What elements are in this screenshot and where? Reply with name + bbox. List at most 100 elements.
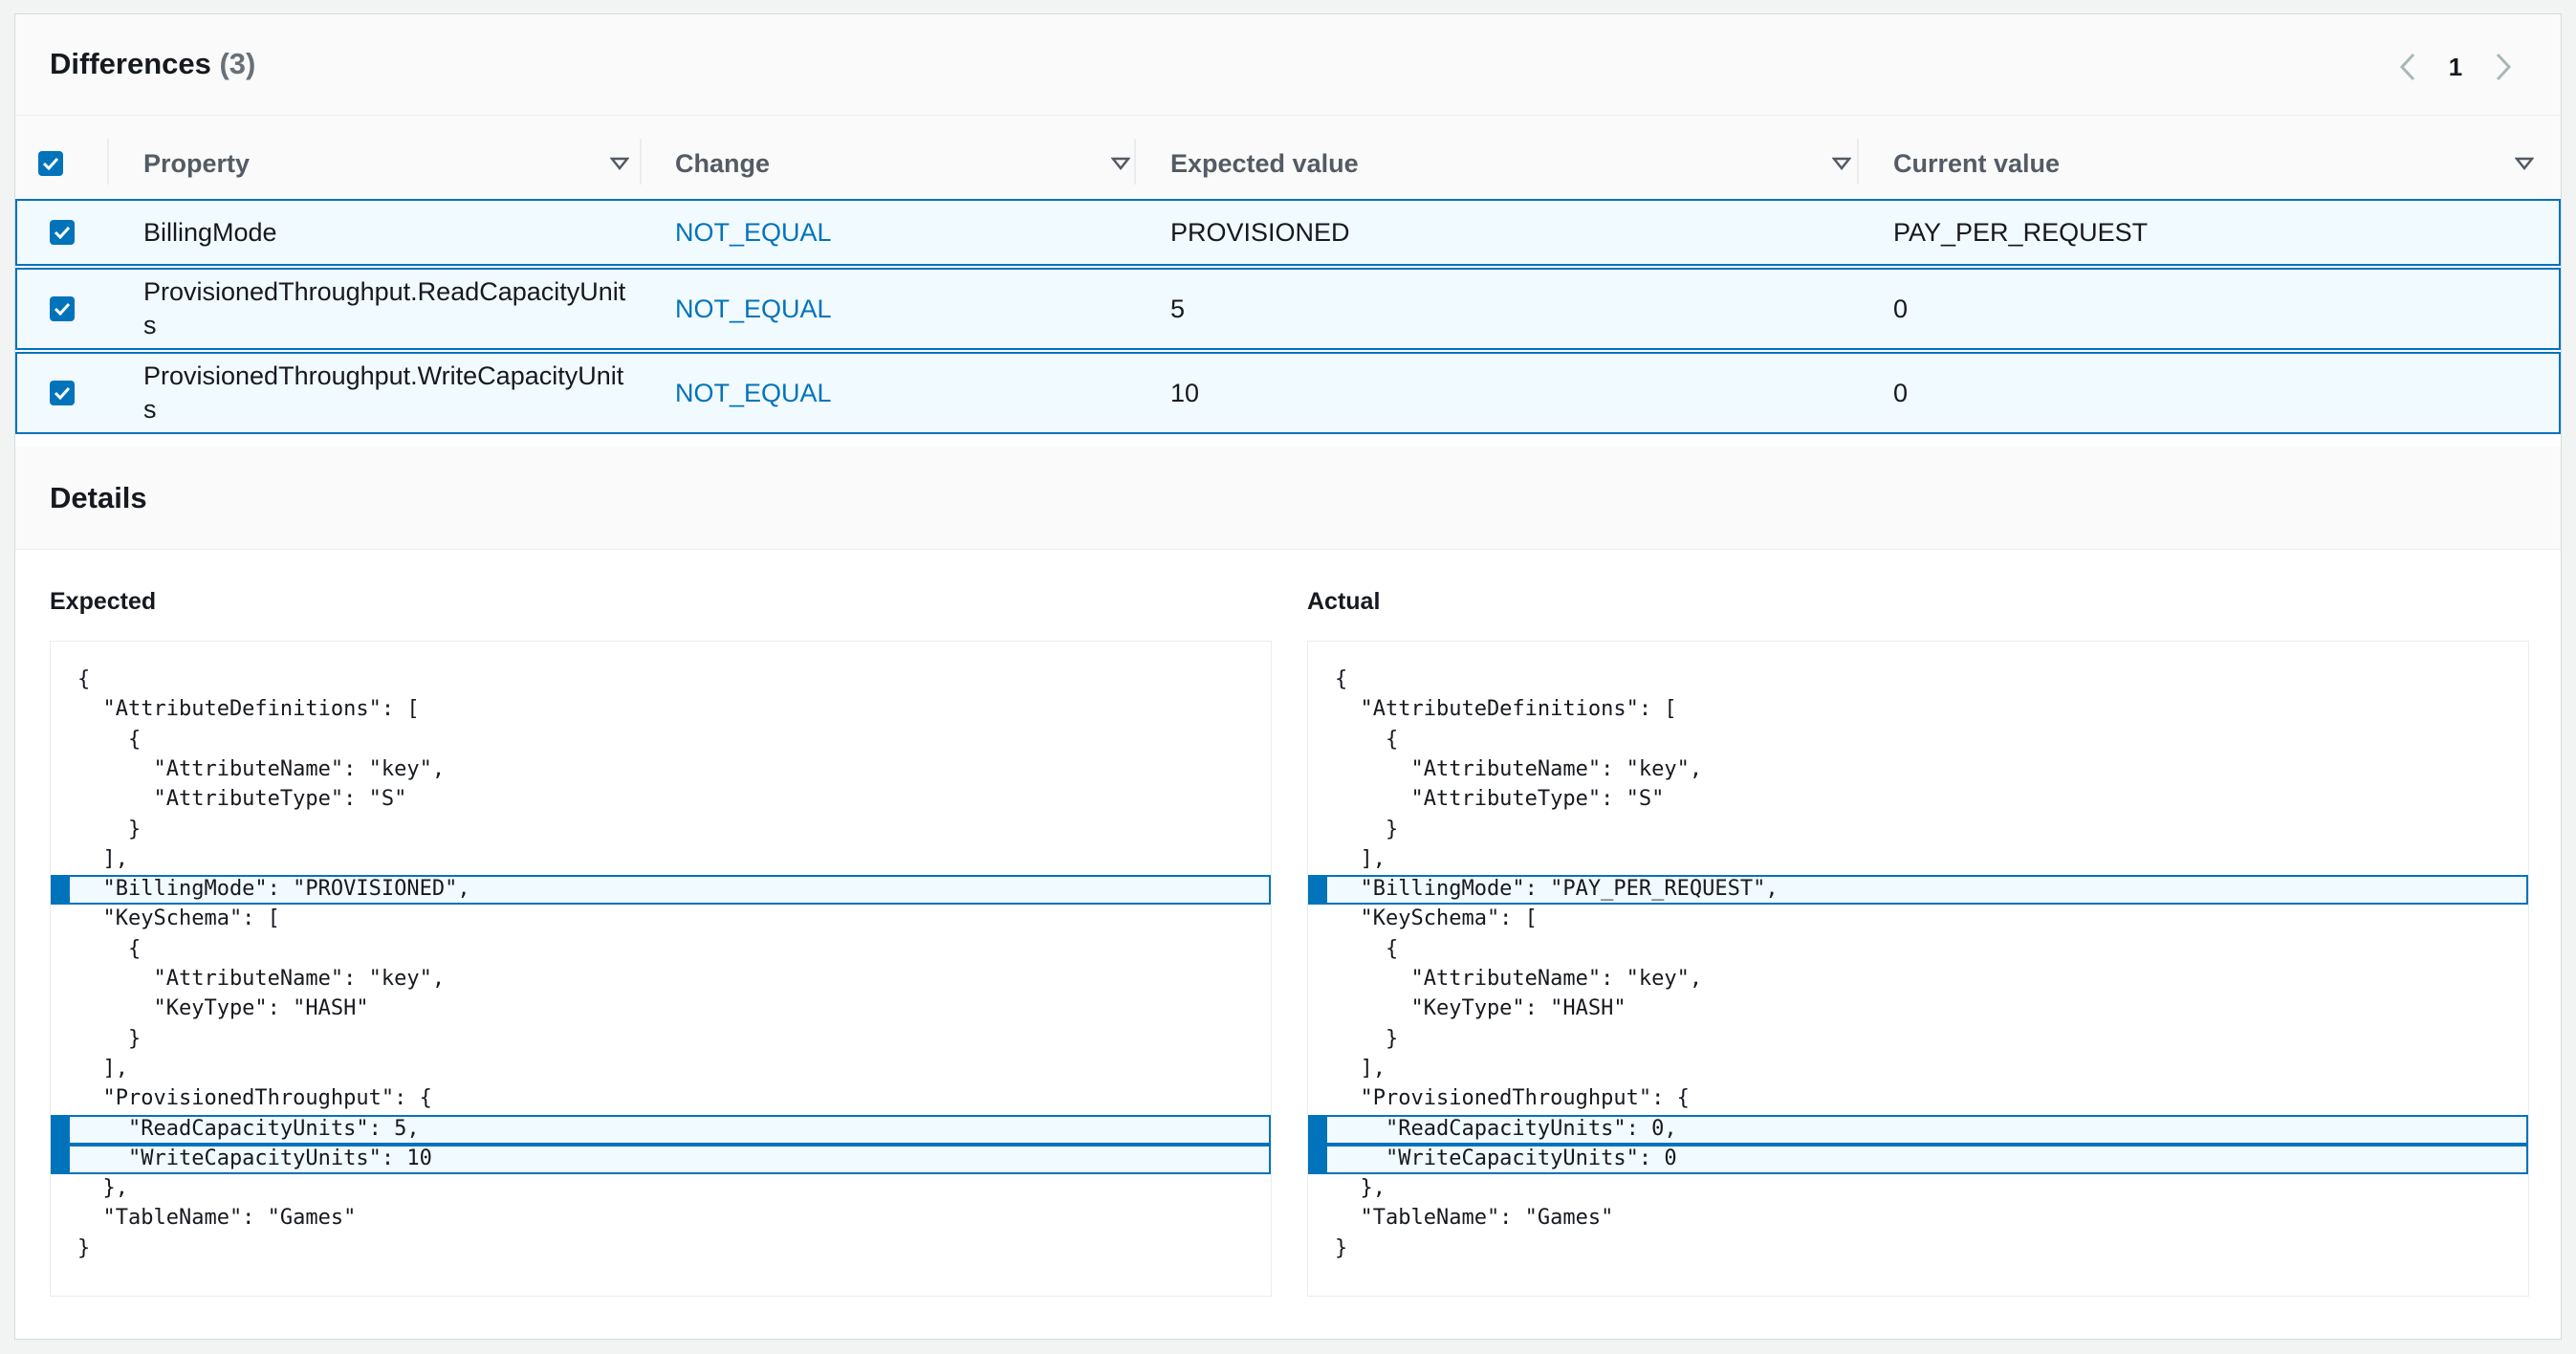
column-divider bbox=[1134, 139, 1136, 185]
caret-down-icon[interactable] bbox=[2509, 148, 2540, 179]
code-text: { bbox=[1335, 727, 1399, 752]
table-row[interactable]: ProvisionedThroughput.ReadCapacityUnit s… bbox=[15, 268, 2561, 350]
code-text: "AttributeName": "key", bbox=[77, 967, 446, 991]
pagination: 1 bbox=[2389, 43, 2522, 91]
code-line: { bbox=[1308, 935, 2528, 965]
differences-panel: Differences (3) 1 bbox=[14, 13, 2562, 1340]
code-line: { bbox=[1308, 666, 2528, 695]
diff-marker bbox=[1310, 1146, 1327, 1172]
code-line: "KeyType": "HASH" bbox=[51, 994, 1271, 1024]
cell-current-value: PAY_PER_REQUEST bbox=[1893, 217, 2149, 247]
code-line: "AttributeDefinitions": [ bbox=[51, 695, 1271, 725]
code-line: "AttributeName": "key", bbox=[51, 965, 1271, 994]
details-header: Details bbox=[15, 447, 2561, 550]
caret-down-icon[interactable] bbox=[604, 148, 635, 179]
code-text: }, bbox=[77, 1176, 128, 1201]
code-text: { bbox=[77, 667, 91, 691]
code-line: "AttributeName": "key", bbox=[1308, 755, 2528, 785]
code-text: "ReadCapacityUnits": 0, bbox=[1335, 1116, 1677, 1141]
code-line: "KeySchema": [ bbox=[1308, 905, 2528, 934]
row-checkbox-cell bbox=[50, 270, 107, 348]
code-text: "AttributeType": "S" bbox=[77, 787, 407, 812]
cell-current-value: 0 bbox=[1893, 294, 1909, 323]
code-text: "AttributeType": "S" bbox=[1335, 787, 1665, 812]
code-line: } bbox=[1308, 816, 2528, 845]
code-line: "TableName": "Games" bbox=[51, 1204, 1271, 1234]
row-checkbox-cell bbox=[50, 354, 107, 432]
table-row[interactable]: BillingMode NOT_EQUAL PROVISIONED PAY_PE… bbox=[15, 199, 2561, 266]
code-text: ], bbox=[77, 1056, 128, 1081]
column-header-change[interactable]: Change bbox=[675, 116, 1155, 211]
code-line: } bbox=[51, 1025, 1271, 1055]
details-title: Details bbox=[50, 481, 147, 514]
cell-change-link[interactable]: NOT_EQUAL bbox=[675, 217, 832, 247]
differences-title-text: Differences bbox=[50, 47, 211, 80]
cell-property: ProvisionedThroughput.ReadCapacityUnit s bbox=[143, 277, 626, 339]
code-line: ], bbox=[51, 845, 1271, 875]
code-text: ], bbox=[1335, 846, 1386, 871]
code-line: ], bbox=[51, 1055, 1271, 1084]
check-icon bbox=[54, 302, 71, 316]
code-text: "ProvisionedThroughput": { bbox=[77, 1086, 432, 1111]
table-header: Property Change Expected value Current v… bbox=[15, 116, 2561, 212]
code-text: { bbox=[1335, 936, 1399, 961]
code-text: } bbox=[1335, 1235, 1348, 1260]
code-text: "ReadCapacityUnits": 5, bbox=[77, 1116, 420, 1141]
check-icon bbox=[54, 226, 71, 239]
code-text: "KeySchema": [ bbox=[77, 906, 280, 931]
code-line: "ProvisionedThroughput": { bbox=[1308, 1084, 2528, 1114]
differences-header: Differences (3) 1 bbox=[15, 14, 2561, 116]
row-checkbox[interactable] bbox=[50, 220, 75, 245]
diff-marker bbox=[1310, 877, 1327, 904]
code-line: { bbox=[51, 726, 1271, 755]
diff-marker bbox=[1310, 1116, 1327, 1143]
differences-title: Differences (3) bbox=[50, 47, 255, 81]
previous-page-button[interactable] bbox=[2389, 43, 2427, 91]
column-header-property[interactable]: Property bbox=[143, 116, 654, 211]
code-line: } bbox=[1308, 1025, 2528, 1055]
column-divider bbox=[640, 139, 642, 185]
code-line: { bbox=[51, 935, 1271, 965]
code-text: "BillingMode": "PAY_PER_REQUEST", bbox=[1335, 877, 1779, 902]
code-line: "AttributeName": "key", bbox=[1308, 965, 2528, 994]
row-checkbox-cell bbox=[50, 201, 107, 264]
expected-json-viewer[interactable]: { "AttributeDefinitions": [ { "Attribute… bbox=[50, 641, 1272, 1297]
code-line: "AttributeType": "S" bbox=[51, 785, 1271, 815]
code-text: ], bbox=[77, 846, 128, 871]
code-text: { bbox=[77, 727, 142, 752]
code-line-highlighted: "ReadCapacityUnits": 5, bbox=[51, 1114, 1271, 1145]
cell-change-link[interactable]: NOT_EQUAL bbox=[675, 378, 832, 407]
code-text: { bbox=[1335, 667, 1348, 691]
cell-expected-value: PROVISIONED bbox=[1170, 217, 1350, 247]
actual-label: Actual bbox=[1307, 588, 1381, 615]
column-header-expected-value[interactable]: Expected value bbox=[1170, 116, 1876, 211]
caret-down-icon[interactable] bbox=[1105, 148, 1136, 179]
code-line: "ProvisionedThroughput": { bbox=[51, 1084, 1271, 1114]
code-text: "AttributeName": "key", bbox=[1335, 756, 1703, 781]
table-row[interactable]: ProvisionedThroughput.WriteCapacityUnit … bbox=[15, 352, 2561, 434]
check-icon bbox=[42, 157, 59, 170]
caret-down-icon[interactable] bbox=[1826, 148, 1857, 179]
actual-json-viewer[interactable]: { "AttributeDefinitions": [ { "Attribute… bbox=[1307, 641, 2529, 1297]
code-line-highlighted: "BillingMode": "PAY_PER_REQUEST", bbox=[1308, 875, 2528, 906]
next-page-button[interactable] bbox=[2484, 43, 2522, 91]
code-text: "AttributeDefinitions": [ bbox=[77, 697, 420, 722]
select-all-cell bbox=[38, 116, 115, 211]
code-line-highlighted: "ReadCapacityUnits": 0, bbox=[1308, 1114, 2528, 1145]
code-text: } bbox=[77, 817, 142, 841]
column-header-current-value[interactable]: Current value bbox=[1893, 116, 2559, 211]
code-text: "BillingMode": "PROVISIONED", bbox=[77, 877, 470, 902]
cell-expected-value: 5 bbox=[1170, 294, 1186, 323]
cell-change-link[interactable]: NOT_EQUAL bbox=[675, 294, 832, 323]
row-checkbox[interactable] bbox=[50, 381, 75, 405]
cell-expected-value: 10 bbox=[1170, 378, 1200, 407]
cell-property: ProvisionedThroughput.WriteCapacityUnit … bbox=[143, 361, 624, 424]
code-text: ], bbox=[1335, 1056, 1386, 1081]
code-text: "ProvisionedThroughput": { bbox=[1335, 1086, 1690, 1111]
page-number[interactable]: 1 bbox=[2448, 52, 2463, 81]
code-text: "WriteCapacityUnits": 10 bbox=[77, 1146, 432, 1170]
select-all-checkbox[interactable] bbox=[38, 151, 63, 176]
row-checkbox[interactable] bbox=[50, 296, 75, 321]
code-text: } bbox=[77, 1235, 91, 1260]
code-line: ], bbox=[1308, 1055, 2528, 1084]
